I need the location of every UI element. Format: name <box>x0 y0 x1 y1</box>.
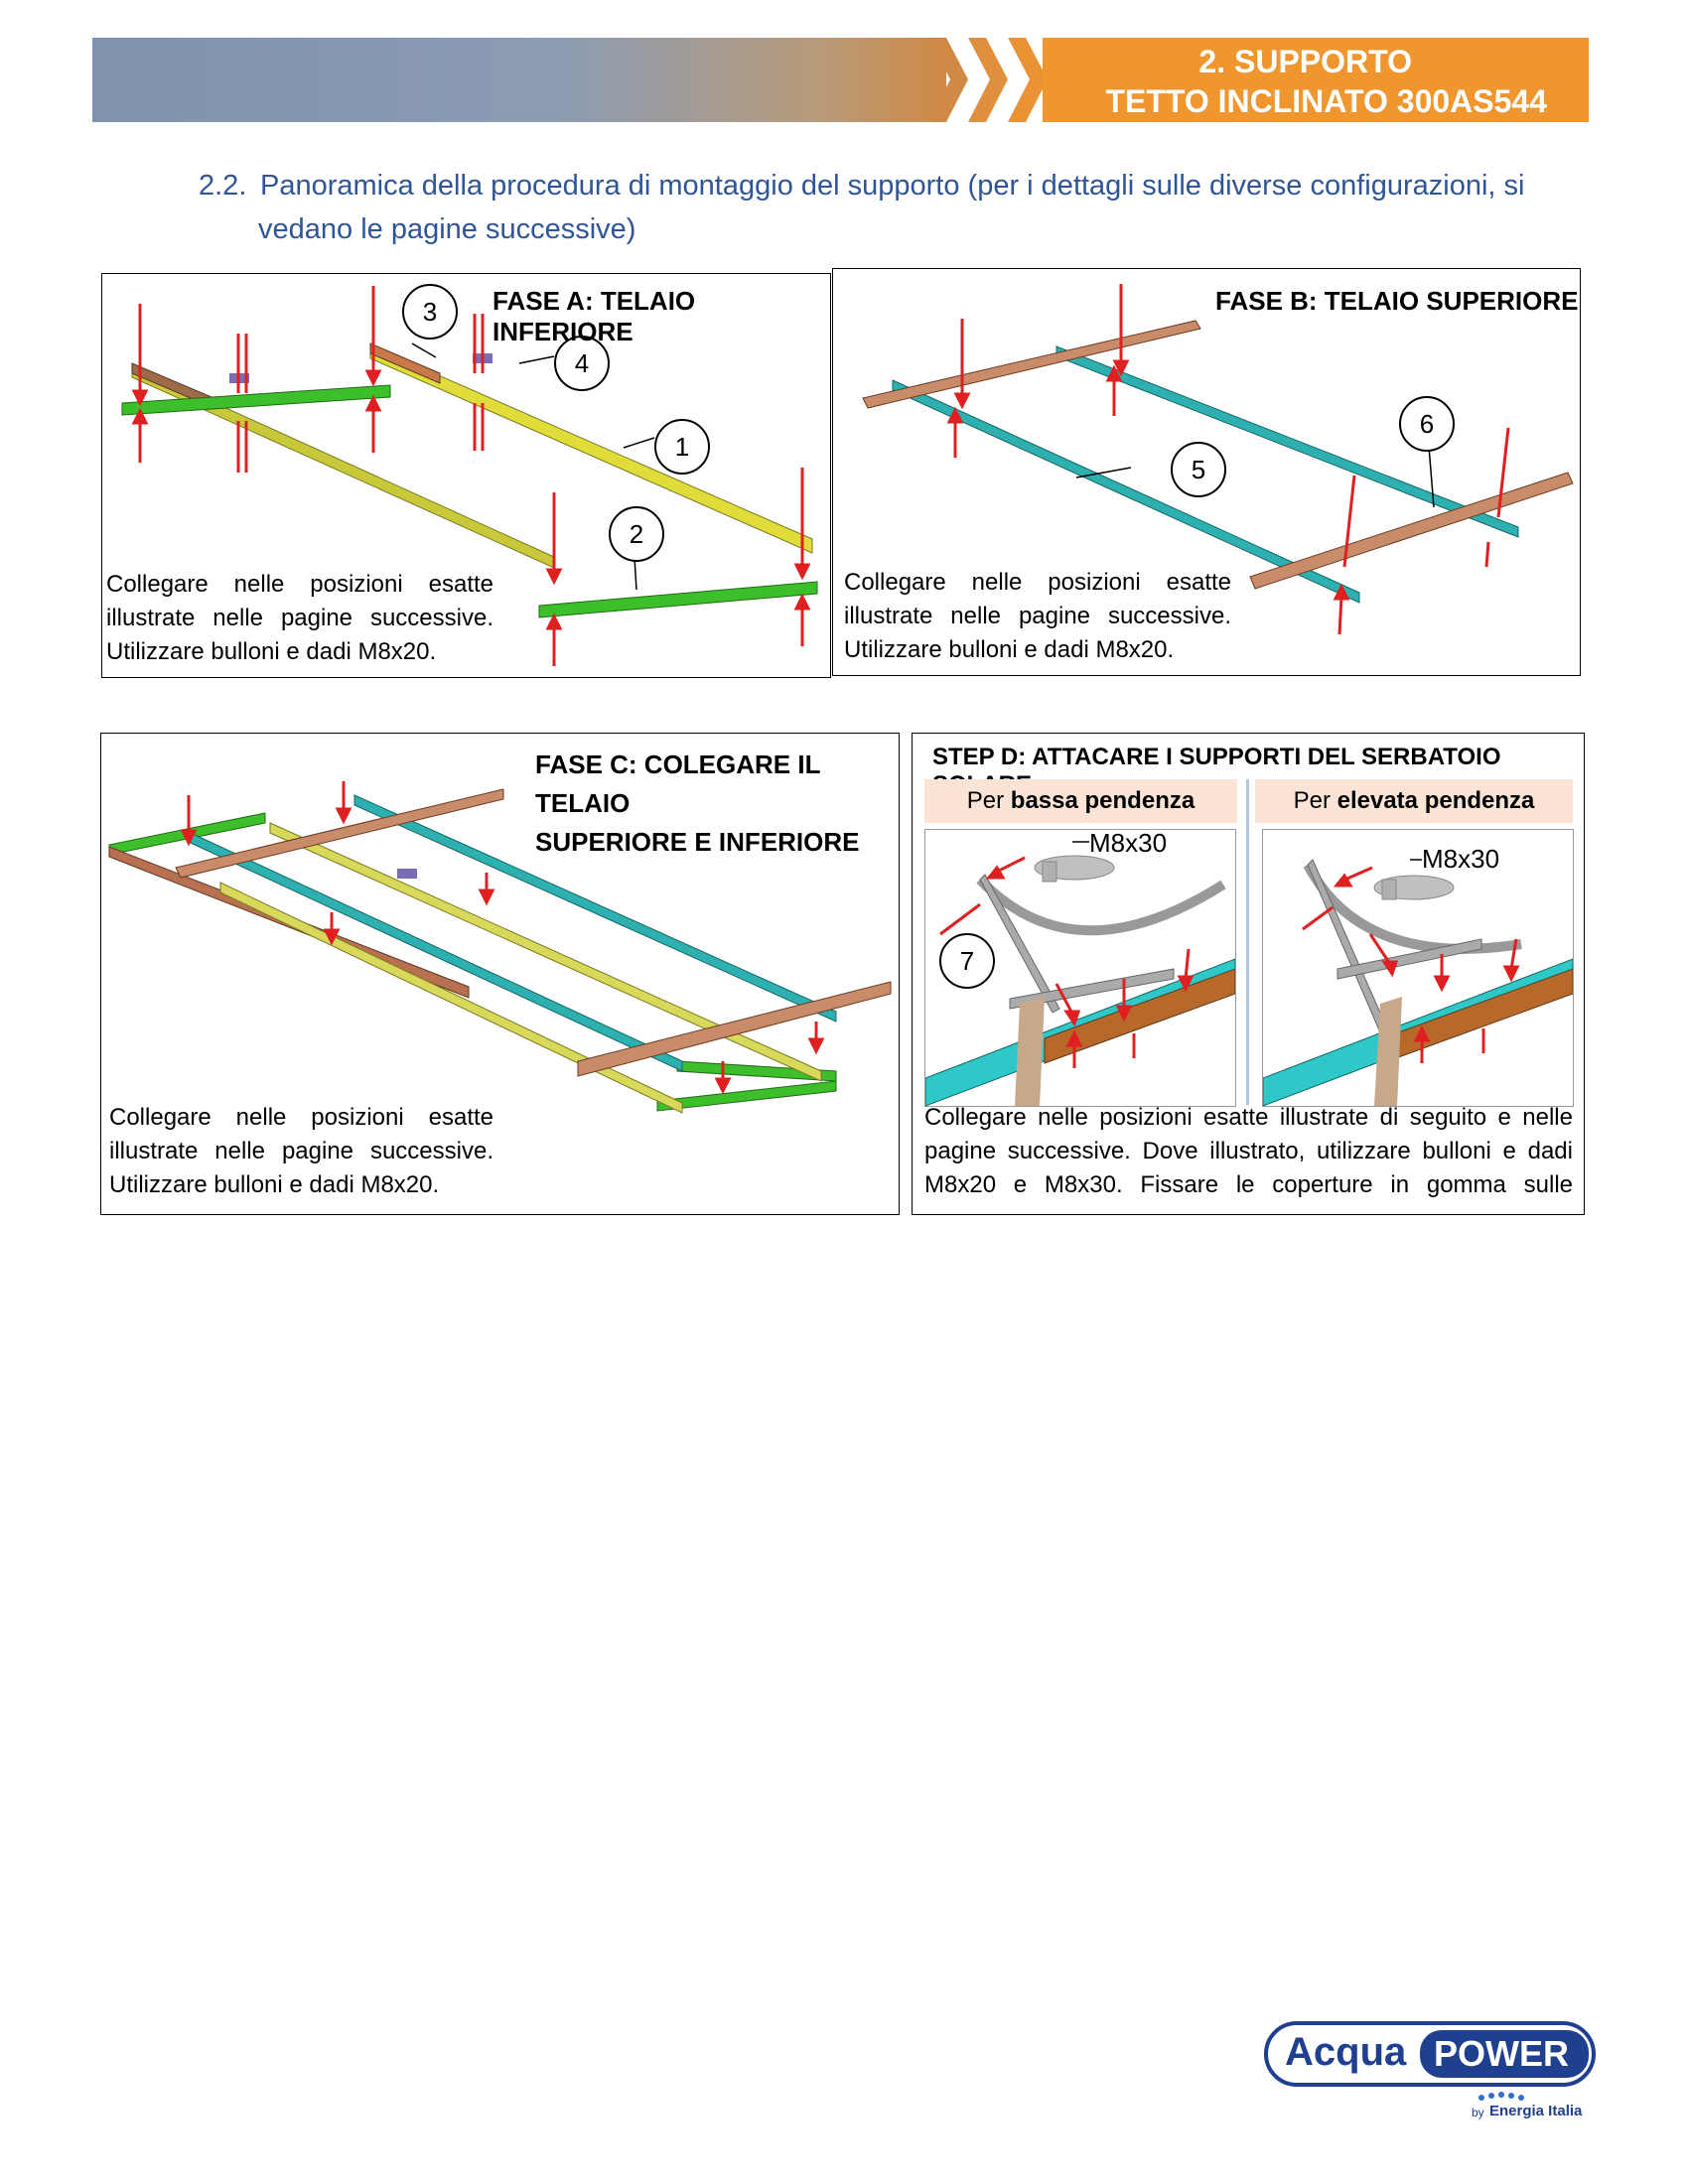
high-slope-label: elevata pendenza <box>1336 787 1535 814</box>
header-line1: 2. SUPPORTO <box>1198 44 1412 79</box>
phase-c-illustration <box>108 781 892 1114</box>
divider <box>1246 779 1249 1105</box>
phase-a-title: FASE A: TELAIO INFERIORE <box>492 286 696 346</box>
chevron-icon <box>1008 38 1048 122</box>
caption-line: pagine successive. Dove illustrato, util… <box>924 1138 1573 1164</box>
bolt-label-low: M8x30 <box>1089 828 1168 858</box>
logo-brand: Energia Italia <box>1489 2103 1583 2119</box>
high-slope-header: Per elevata pendenza <box>1255 779 1573 823</box>
acqua-power-logo: Acqua POWER by Energia Italia <box>1263 2020 1601 2129</box>
panel-step-d: STEP D: ATTACARE I SUPPORTI DEL SERBATOI… <box>912 733 1585 1215</box>
phase-b-caption: Collegare nelle posizioni esatte illustr… <box>844 566 1231 667</box>
caption-line: illustrate nelle pagine successive. <box>109 1138 493 1164</box>
callout-4: 4 <box>554 336 610 391</box>
bolt-label-high: M8x30 <box>1422 844 1500 874</box>
low-slope-illustration <box>925 841 1235 1106</box>
phase-b-title: FASE B: TELAIO SUPERIORE <box>1215 286 1579 316</box>
panel-phase-c: FASE C: COLEGARE IL TELAIO SUPERIORE E I… <box>100 733 900 1215</box>
phase-c-title-line2: SUPERIORE E INFERIORE <box>535 827 860 857</box>
logo-word-power: POWER <box>1434 2033 1570 2074</box>
callout-6: 6 <box>1399 396 1455 452</box>
logo-badge <box>1264 2021 1596 2101</box>
phase-c-title-line1: FASE C: COLEGARE IL TELAIO <box>535 750 820 818</box>
phase-c-title: FASE C: COLEGARE IL TELAIO SUPERIORE E I… <box>535 746 899 862</box>
callout-1: 1 <box>654 419 710 475</box>
phase-a-illustration <box>121 286 818 666</box>
caption-line: Collegare nelle posizioni esatte <box>106 571 493 598</box>
callout-7: 7 <box>939 933 995 989</box>
caption-line: illustrate nelle pagine successive. <box>106 605 493 631</box>
caption-line: Collegare nelle posizioni esatte illustr… <box>924 1104 1573 1131</box>
low-slope-label: bassa pendenza <box>1010 787 1196 814</box>
caption-line: Collegare nelle posizioni esatte <box>844 569 1231 596</box>
logo-word-acqua: Acqua <box>1285 2030 1407 2074</box>
low-slope-header: Per bassa pendenza <box>924 779 1237 823</box>
header-line2: TETTO INCLINATO 300AS544 <box>1105 83 1547 119</box>
panel-phase-a: 3 4 1 2 FASE A: TELAIO INFERIORE Collega… <box>101 273 831 678</box>
phase-b-illustration <box>862 284 1574 635</box>
panel-phase-b: 6 5 FASE B: TELAIO SUPERIORE Collegare n… <box>832 268 1581 676</box>
callout-3: 3 <box>402 284 458 340</box>
logo-by: by <box>1472 2106 1484 2119</box>
high-slope-illustration <box>1263 859 1573 1106</box>
header-section-tag: 2. SUPPORTO TETTO INCLINATO 300AS544 <box>1043 38 1589 122</box>
callout-2: 2 <box>609 506 664 562</box>
high-slope-prefix: Per <box>1293 787 1337 814</box>
phase-a-caption: Collegare nelle posizioni esatte illustr… <box>106 568 493 669</box>
header-bar <box>92 38 946 122</box>
high-slope-figure: M8x30 <box>1262 829 1574 1107</box>
callout-5: 5 <box>1171 442 1226 497</box>
caption-line: illustrate nelle pagine successive. <box>844 603 1231 629</box>
low-slope-figure: M8x30 7 <box>924 828 1236 1107</box>
caption-line: Collegare nelle posizioni esatte <box>109 1104 493 1131</box>
section-number: 2.2. <box>199 170 247 202</box>
chevron-icon <box>928 38 968 122</box>
caption-line: Utilizzare bulloni e dadi M8x20. <box>844 636 1175 663</box>
caption-line: Utilizzare bulloni e dadi M8x20. <box>109 1171 440 1198</box>
step-d-caption: Collegare nelle posizioni esatte illustr… <box>924 1101 1573 1202</box>
caption-line: M8x20 e M8x30. Fissare le coperture in g… <box>924 1171 1573 1198</box>
chevron-icon <box>968 38 1008 122</box>
section-title-line2: vedano le pagine successive) <box>258 213 636 245</box>
section-title-line1: Panoramica della procedura di montaggio … <box>260 170 1525 202</box>
caption-line: Utilizzare bulloni e dadi M8x20. <box>106 638 437 665</box>
low-slope-prefix: Per <box>966 787 1011 814</box>
phase-c-caption: Collegare nelle posizioni esatte illustr… <box>109 1101 493 1202</box>
